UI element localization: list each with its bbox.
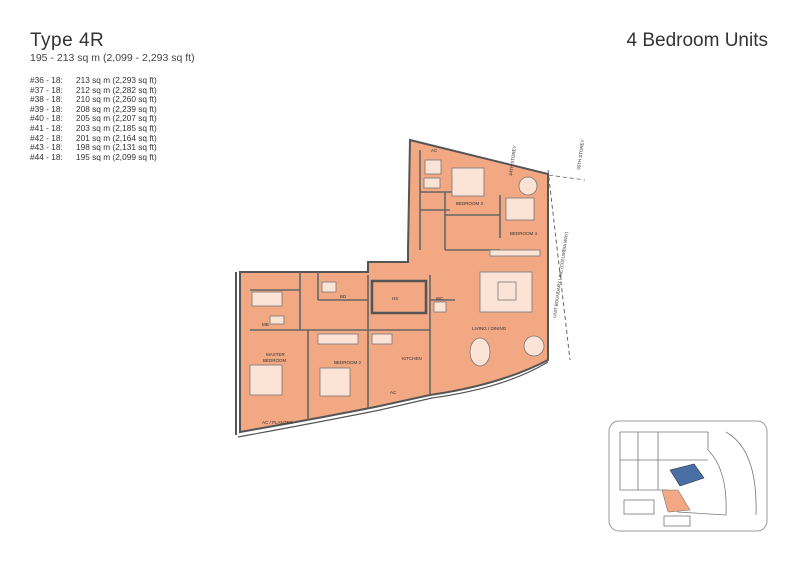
unit-area: 210 sq m (2,260 sq ft) bbox=[76, 94, 157, 105]
label-master-bedroom: MASTER bbox=[266, 352, 286, 357]
unit-number: #42 - 18: bbox=[30, 132, 63, 143]
label-bedroom3: BEDROOM 3 bbox=[456, 201, 484, 206]
unit-number: #43 - 18: bbox=[30, 142, 63, 153]
label-bedroom2: BEDROOM 2 bbox=[334, 360, 362, 365]
unit-number: #37 - 18: bbox=[30, 84, 63, 95]
label-hs: HS bbox=[392, 296, 398, 301]
living-furniture bbox=[469, 176, 545, 367]
unit-area: 205 sq m (2,207 sq ft) bbox=[76, 113, 157, 124]
size-range: 195 - 213 sq m (2,099 - 2,293 sq ft) bbox=[30, 52, 195, 64]
unit-number: #38 - 18: bbox=[30, 94, 63, 105]
label-bedroom4: BEDROOM 4 bbox=[510, 231, 538, 236]
label-mb: MB bbox=[262, 322, 269, 327]
label-ac-kitchen: AC bbox=[390, 390, 397, 395]
label-unit-boundary: UNIT BOUNDARY LINE (COLUMBIA WAY) bbox=[552, 231, 569, 318]
unit-area: 213 sq m (2,293 sq ft) bbox=[76, 75, 157, 85]
unit-area-row: #38 - 18: 210 sq m (2,260 sq ft) bbox=[30, 94, 157, 105]
unit-number: #41 - 18: bbox=[30, 122, 63, 133]
key-plan bbox=[608, 420, 768, 532]
key-plan-shade bbox=[661, 489, 691, 513]
unit-number: #36 - 18: bbox=[30, 75, 63, 85]
label-wc: WC bbox=[436, 296, 444, 301]
unit-area-row: #44 - 18: 195 sq m (2,099 sq ft) bbox=[30, 151, 157, 163]
unit-area: 208 sq m (2,239 sq ft) bbox=[76, 103, 157, 114]
unit-area: 198 sq m (2,131 sq ft) bbox=[76, 142, 157, 153]
label-44th-storey: 44TH STOREY bbox=[508, 145, 517, 176]
unit-area-list: #36 - 18: 213 sq m (2,293 sq ft) #37 - 18… bbox=[30, 75, 157, 163]
unit-number: #44 - 18: bbox=[30, 151, 63, 162]
label-36th-storey: 36TH STOREY bbox=[576, 139, 585, 170]
beds bbox=[249, 167, 535, 397]
key-plan-unit-highlight bbox=[669, 463, 705, 487]
unit-number: #40 - 18: bbox=[30, 113, 63, 124]
boundary-dashed-line bbox=[547, 169, 571, 361]
label-ac-planter: AC / PLANTER bbox=[262, 420, 294, 425]
unit-category-heading: 4 Bedroom Units bbox=[626, 30, 768, 51]
unit-type-title: Type 4R bbox=[30, 30, 105, 51]
unit-area-row: #41 - 18: 203 sq m (2,185 sq ft) bbox=[30, 122, 157, 134]
label-master-bedroom-2: BEDROOM bbox=[263, 358, 287, 363]
facade-line bbox=[237, 361, 549, 438]
unit-area-row: #43 - 18: 198 sq m (2,131 sq ft) bbox=[30, 142, 157, 153]
unit-area-row: #39 - 18: 208 sq m (2,239 sq ft) bbox=[30, 103, 157, 115]
label-bd: BD bbox=[340, 294, 347, 299]
unit-area: 201 sq m (2,164 sq ft) bbox=[76, 132, 157, 143]
unit-number: #39 - 18: bbox=[30, 103, 63, 114]
unit-area: 195 sq m (2,099 sq ft) bbox=[76, 151, 157, 162]
hs-shelter bbox=[370, 279, 428, 315]
unit-area-row: #42 - 18: 201 sq m (2,164 sq ft) bbox=[30, 132, 157, 144]
bathroom-fixtures bbox=[251, 159, 447, 345]
unit-area: 212 sq m (2,282 sq ft) bbox=[76, 84, 157, 95]
unit-area-row: #37 - 18: 212 sq m (2,282 sq ft) bbox=[30, 84, 157, 96]
label-living-dining: LIVING / DINING bbox=[472, 326, 507, 331]
label-ac-ledge: AC bbox=[431, 148, 438, 153]
unit-area-row: #40 - 18: 205 sq m (2,207 sq ft) bbox=[30, 114, 157, 124]
unit-area-row: #36 - 18: 213 sq m (2,293 sq ft) bbox=[30, 75, 157, 86]
unit-area: 203 sq m (2,185 sq ft) bbox=[76, 122, 157, 133]
label-kitchen: KITCHEN bbox=[402, 356, 422, 361]
